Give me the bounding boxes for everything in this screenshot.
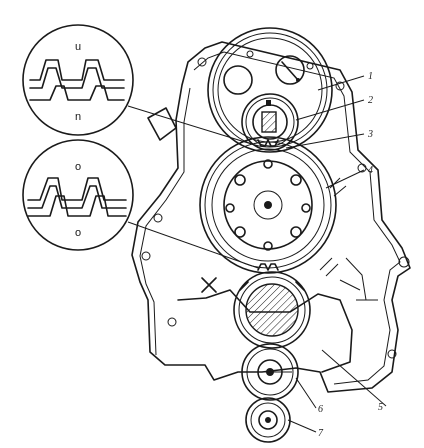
- callout-4: 4: [368, 165, 373, 176]
- callout-labels: 1 2 3 4 5 6 7: [318, 71, 383, 439]
- oil-pump-gear: [241, 343, 299, 401]
- inset-bottom-mark-upper: o: [75, 161, 81, 173]
- inset-detail-bottom: o o: [22, 139, 134, 251]
- callout-5: 5: [378, 402, 383, 413]
- housing-outline: [131, 41, 411, 393]
- inset-top-mark-upper: u: [75, 41, 81, 53]
- inset-bottom-mark-lower: o: [75, 227, 81, 239]
- callout-3: 3: [367, 129, 373, 140]
- idler-gear: [199, 136, 347, 277]
- inset-detail-top: u n: [22, 24, 134, 136]
- bottom-gear: [245, 397, 291, 443]
- crankshaft-gear: [233, 271, 311, 349]
- callout-7: 7: [318, 428, 324, 439]
- callout-leaders: [285, 75, 387, 433]
- inset-top-mark-lower: n: [75, 111, 81, 123]
- intermediate-gear: [241, 93, 299, 151]
- camshaft-gear: [207, 27, 333, 153]
- callout-1: 1: [368, 71, 373, 82]
- callout-6: 6: [318, 404, 323, 415]
- callout-2: 2: [368, 95, 373, 106]
- inset-leader-lines: [127, 105, 259, 269]
